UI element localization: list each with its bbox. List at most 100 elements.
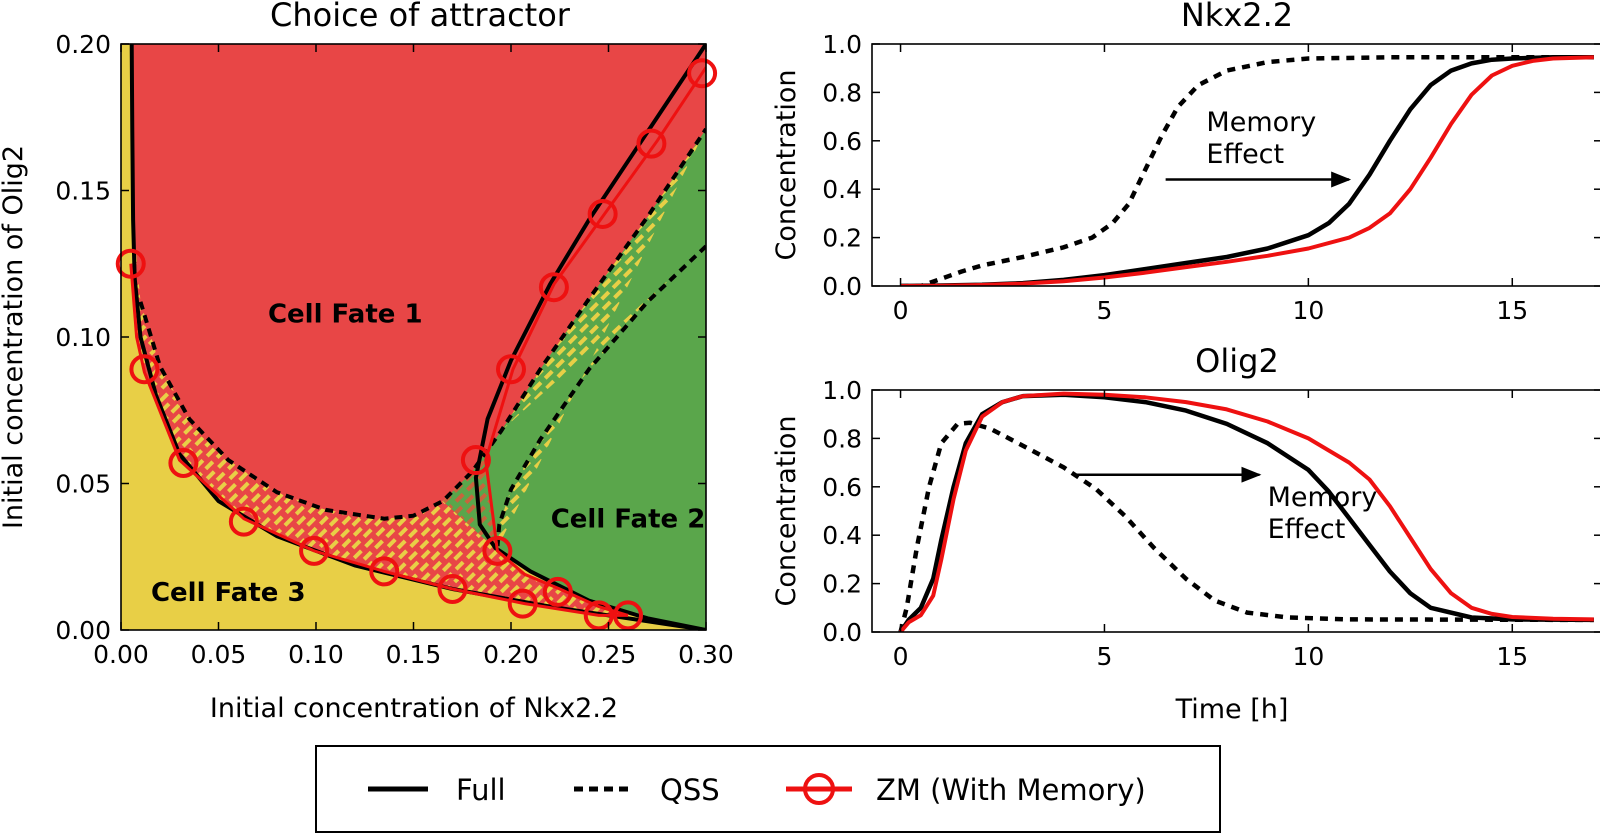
zm-marker [496, 354, 526, 385]
zm-marker [129, 354, 160, 385]
y-tick-label: 0.4 [822, 521, 862, 550]
legend-label-full: Full [456, 773, 506, 807]
zm-marker [587, 198, 618, 229]
nkx-ticks: 0 5 10 15 0.0 0.2 0.4 0.6 0.8 1.0 [822, 30, 1600, 325]
x-tick-label: 0.10 [288, 640, 344, 669]
region-label-fate2: Cell Fate 2 [551, 505, 706, 535]
y-tick-label: 0.10 [55, 323, 111, 352]
zm-marker [369, 556, 400, 587]
zm-marker [636, 128, 667, 159]
curve-zm [898, 391, 1594, 632]
zm-marker [460, 445, 491, 476]
y-tick-label: 0.6 [822, 473, 862, 502]
legend: Full QSS ZM (With Memory) [315, 745, 1221, 833]
x-tick-label: 0 [893, 642, 909, 671]
olig-curves [898, 391, 1594, 632]
legend-item-qss: QSS [574, 773, 720, 807]
memory-label-line1: Memory [1268, 482, 1378, 513]
curve-full [900, 55, 1594, 286]
legend-box [315, 745, 1221, 833]
attractor-ylabel: Initial concentration of Olig2 [0, 145, 29, 529]
zm-marker [613, 600, 643, 631]
y-tick-label: 0.05 [55, 470, 111, 499]
qss-left-boundary [138, 127, 706, 521]
attractor-panel: Choice of attractor 0.00 0.05 0.10 0.15 0.20… [0, 0, 734, 724]
y-tick-label: 0.4 [822, 175, 862, 204]
attractor-xlabel: Initial concentration of Nkx2.2 [210, 693, 618, 724]
olig-title: Olig2 [1195, 342, 1279, 380]
region-label-fate1: Cell Fate 1 [268, 300, 423, 330]
x-tick-label: 0.25 [581, 640, 637, 669]
legend-item-zm: ZM (With Memory) [786, 773, 1146, 807]
attractor-title: Choice of attractor [270, 0, 571, 34]
x-tick-label: 0.05 [191, 640, 247, 669]
y-tick-label: 0.0 [822, 618, 862, 647]
nkx-frame [871, 43, 1600, 287]
x-tick-label: 15 [1496, 642, 1528, 671]
memory-label-line1: Memory [1206, 107, 1316, 138]
y-tick-label: 0.20 [55, 30, 111, 59]
y-tick-label: 0.8 [822, 78, 862, 107]
x-tick-label: 0.30 [678, 640, 734, 669]
nkx-ylabel: Concentration [771, 69, 802, 260]
qss-right-boundary [495, 244, 706, 549]
nkx-curves [900, 55, 1594, 286]
nkx-panel: Nkx2.2 0 5 10 15 0.0 0.2 0.4 0.6 0.8 1.0 MemoryEf… [771, 0, 1600, 325]
region-fills [121, 44, 706, 630]
x-tick-label: 0.20 [483, 640, 539, 669]
region-label-fate3: Cell Fate 3 [151, 578, 306, 608]
x-tick-label: 15 [1496, 296, 1528, 325]
y-tick-label: 0.6 [822, 127, 862, 156]
region-hatch-fate3 [497, 129, 706, 548]
nkx-title: Nkx2.2 [1181, 0, 1293, 34]
y-tick-label: 0.2 [822, 224, 862, 253]
y-tick-label: 1.0 [822, 376, 862, 405]
zm-marker [542, 576, 573, 607]
y-tick-label: 0.15 [55, 177, 111, 206]
attractor-ticks: 0.00 0.05 0.10 0.15 0.20 0.25 0.30 0.00 0.05 0.10… [55, 30, 734, 669]
zm-marker [437, 573, 468, 604]
zm-marker [507, 588, 538, 619]
region-fate1-fill [131, 44, 706, 519]
olig-frame [871, 389, 1600, 633]
olig-panel: Olig2 0 5 10 15 0.0 0.2 0.4 0.6 0.8 1.0 MemoryEff… [771, 342, 1600, 725]
curve-full [898, 392, 1594, 632]
zm-markers [115, 58, 718, 631]
x-tick-label: 5 [1097, 642, 1113, 671]
zm-marker [538, 272, 569, 303]
y-tick-label: 1.0 [822, 30, 862, 59]
boundary-lines [129, 44, 706, 630]
zm-marker [228, 506, 259, 537]
x-tick-label: 10 [1292, 642, 1324, 671]
zm-right-boundary [484, 66, 706, 617]
x-tick-label: 10 [1292, 296, 1324, 325]
curve-qss [898, 420, 1594, 632]
zm-marker [168, 447, 199, 478]
curve-zm [900, 55, 1594, 286]
x-tick-label: 0.00 [93, 640, 149, 669]
zm-marker [115, 248, 146, 279]
legend-item-full: Full [368, 773, 506, 807]
legend-marker-zm [803, 773, 835, 805]
memory-label-line2: Effect [1268, 514, 1346, 545]
zm-marker [687, 58, 718, 89]
x-tick-label: 0.15 [386, 640, 442, 669]
memory-label-line2: Effect [1206, 139, 1284, 170]
curve-qss [900, 55, 1594, 286]
y-tick-label: 0.2 [822, 570, 862, 599]
y-tick-label: 0.00 [55, 616, 111, 645]
x-tick-label: 0 [893, 296, 909, 325]
y-tick-label: 0.0 [822, 272, 862, 301]
y-tick-label: 0.8 [822, 424, 862, 453]
legend-label-zm: ZM (With Memory) [876, 773, 1146, 807]
zm-marker [299, 535, 330, 566]
x-tick-label: 5 [1097, 296, 1113, 325]
olig-xlabel: Time [h] [1175, 694, 1289, 725]
zm-marker [482, 535, 513, 566]
zm-marker [583, 600, 614, 631]
olig-ticks: 0 5 10 15 0.0 0.2 0.4 0.6 0.8 1.0 [822, 376, 1600, 671]
zm-left-boundary [129, 263, 628, 617]
